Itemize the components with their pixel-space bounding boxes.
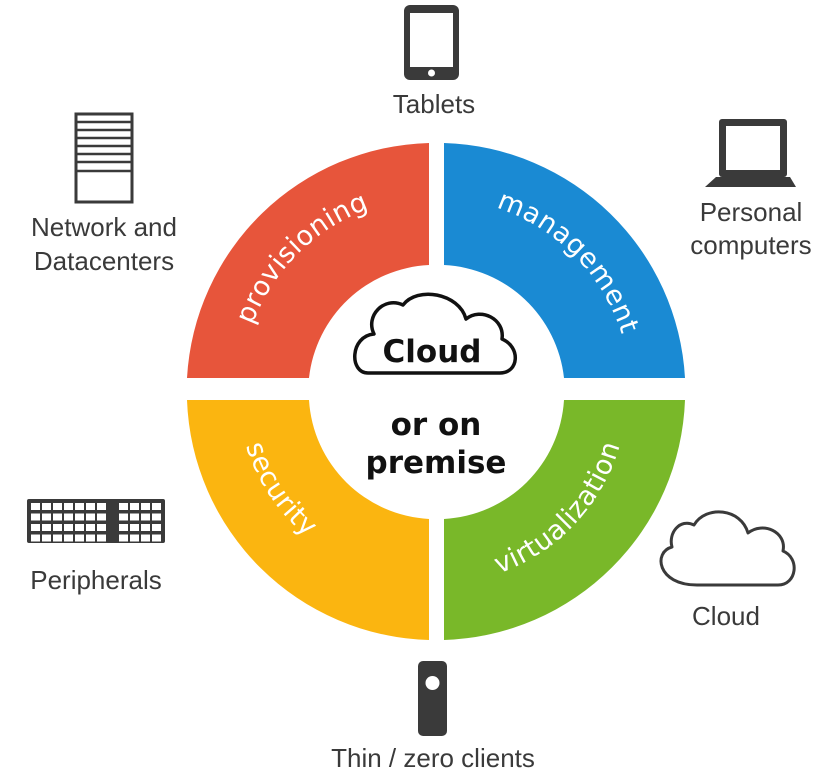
keyboard-key <box>130 503 139 510</box>
keyboard-key <box>130 513 139 521</box>
keyboard-key <box>64 503 73 510</box>
center-text-line2: or on <box>391 407 482 443</box>
keyboard-key <box>53 534 62 542</box>
network-label-line1: Network and <box>31 212 177 242</box>
keyboard-key <box>31 524 40 531</box>
keyboard-key <box>86 524 95 531</box>
center-cloud-word: Cloud <box>383 334 482 370</box>
keyboard-key <box>119 524 128 531</box>
keyboard-key <box>42 513 51 521</box>
cloud-outline-icon <box>659 510 796 587</box>
keyboard-key <box>86 503 95 510</box>
segment-virtualization <box>444 400 685 640</box>
keyboard-key <box>53 524 62 531</box>
keyboard-key <box>64 524 73 531</box>
segment-management <box>444 143 685 378</box>
segment-provisioning <box>187 143 429 378</box>
keyboard-key <box>141 534 150 542</box>
segment-security <box>187 400 429 640</box>
keyboard-key <box>141 524 150 531</box>
keyboard-key <box>64 534 73 542</box>
keyboard-key <box>53 503 62 510</box>
keyboard-key <box>86 534 95 542</box>
thin-clients-label: Thin / zero clients <box>331 743 535 773</box>
keyboard-key <box>152 513 161 521</box>
keyboard-key <box>141 503 150 510</box>
keyboard-key <box>75 513 84 521</box>
keyboard-key <box>97 534 106 542</box>
personal-computers-label-line2: computers <box>690 230 811 260</box>
keyboard-key <box>42 503 51 510</box>
keyboard-key <box>97 513 106 521</box>
keyboard-key <box>119 503 128 510</box>
device-cloud: Cloud <box>659 510 796 631</box>
keyboard-key <box>42 534 51 542</box>
center-text-line3: premise <box>366 445 507 481</box>
keyboard-key <box>31 534 40 542</box>
device-tablets: Tablets <box>393 5 475 119</box>
keyboard-key <box>152 534 161 542</box>
keyboard-key <box>31 503 40 510</box>
keyboard-key <box>42 524 51 531</box>
ring <box>187 143 685 640</box>
keyboard-key <box>119 513 128 521</box>
personal-computers-label-line1: Personal <box>700 197 803 227</box>
keyboard-key <box>130 524 139 531</box>
device-network: Network and Datacenters <box>31 112 177 276</box>
tablets-label: Tablets <box>393 89 475 119</box>
laptop-icon <box>705 119 796 187</box>
keyboard-key <box>152 524 161 531</box>
device-peripherals: Peripherals <box>27 499 165 595</box>
keyboard-key <box>86 513 95 521</box>
thin-client-icon <box>418 661 447 736</box>
keyboard-key <box>75 503 84 510</box>
keyboard-key <box>53 513 62 521</box>
keyboard-key <box>64 513 73 521</box>
network-label-line2: Datacenters <box>34 246 174 276</box>
device-thin-clients: Thin / zero clients <box>331 661 535 773</box>
center-hub: Cloud or on premise <box>353 292 517 481</box>
tablet-icon <box>404 5 459 80</box>
server-rack-icon <box>74 112 134 204</box>
keyboard-key <box>130 534 139 542</box>
keyboard-key <box>97 524 106 531</box>
peripherals-label: Peripherals <box>30 565 162 595</box>
cloud-label: Cloud <box>692 601 760 631</box>
keyboard-key <box>119 534 128 542</box>
keyboard-key <box>97 503 106 510</box>
keyboard-key <box>75 524 84 531</box>
keyboard-icon <box>27 499 165 543</box>
keyboard-key <box>152 503 161 510</box>
keyboard-key <box>75 534 84 542</box>
keyboard-key <box>141 513 150 521</box>
device-personal-computers: Personal computers <box>690 119 812 260</box>
cloud-icon <box>353 292 517 375</box>
keyboard-key <box>31 513 40 521</box>
